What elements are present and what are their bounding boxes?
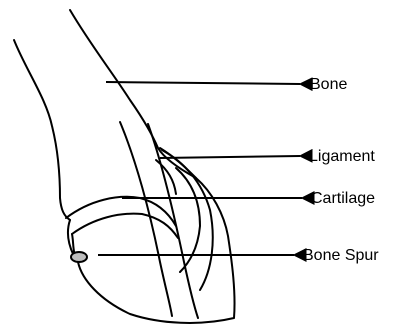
joint-capsule-outline	[78, 148, 235, 323]
ligament-leader-arrow	[160, 156, 300, 158]
bone-leader-arrow	[106, 82, 300, 84]
bone-spur	[71, 252, 87, 262]
ligament-label: Ligament	[309, 149, 375, 165]
ligament-strand-4	[176, 168, 200, 272]
bone-label: Bone	[310, 77, 347, 93]
bone-shaft-left-edge	[14, 40, 70, 220]
bone-shaft-right-edge	[70, 10, 196, 178]
cartilage-label: Cartilage	[311, 191, 375, 207]
cartilage-inner-contour	[72, 214, 178, 238]
ligament-strand-5	[156, 160, 176, 194]
cartilage-outer-contour	[66, 197, 176, 226]
bone-spur-label: Bone Spur	[303, 248, 379, 264]
